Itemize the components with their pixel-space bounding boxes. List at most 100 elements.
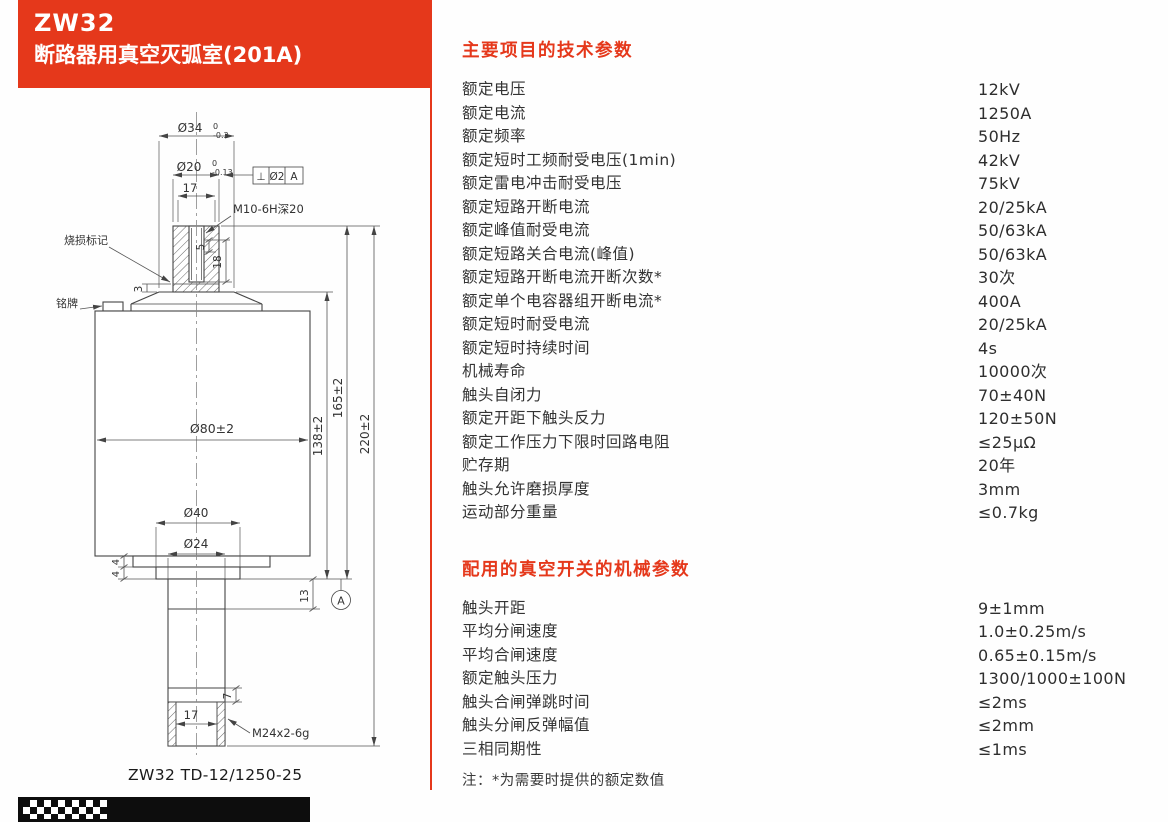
parameter-label: 额定触头压力 [462, 669, 559, 687]
parameter-rows-main: 额定电压 12kV 额定电流 1250A 额定频率 50Hz 额定短时 [462, 78, 1152, 525]
parameter-row: 额定开距下触头反力 120±50N [462, 407, 1152, 431]
dim-h165-label: 165±2 [331, 378, 345, 419]
dim-d20-tol-upper: 0 [212, 159, 217, 168]
parameter-label: 额定短时耐受电流 [462, 315, 591, 333]
section-main-parameters: 主要项目的技术参数 额定电压 12kV 额定电流 1250A 额定频率 [462, 40, 1152, 525]
footnote: 注：*为需要时提供的额定数值 [462, 773, 665, 789]
dim-step4a-label: 4 [111, 559, 122, 565]
dim-d34-tol-lower: -0.3 [213, 131, 229, 140]
parameter-value: 1250A [978, 103, 1032, 123]
parameter-label: 运动部分重量 [462, 503, 559, 521]
dim-body-dia-label: Ø80±2 [190, 421, 234, 436]
nameplate-label: 铭牌 [56, 296, 78, 310]
parameter-value: ≤1ms [978, 739, 1028, 759]
parameter-row: 触头开距 9±1mm [462, 597, 1152, 621]
part-outline [94, 225, 311, 747]
product-subtitle: 断路器用真空灭弧室(201A) [34, 43, 303, 67]
parameter-row: 额定电流 1250A [462, 102, 1152, 126]
footer-checker-pattern [23, 800, 107, 819]
parameter-row: 额定触头压力 1300/1000±100N [462, 667, 1152, 691]
parameter-row: 额定短路关合电流(峰值) 50/63kA [462, 243, 1152, 267]
dim-top-width-label: 17 [183, 181, 198, 195]
section-title-main: 主要项目的技术参数 [462, 41, 633, 61]
parameter-label: 平均分闸速度 [462, 622, 559, 640]
parameter-row: 额定峰值耐受电流 50/63kA [462, 219, 1152, 243]
parameter-label: 额定峰值耐受电流 [462, 221, 591, 239]
parameter-row: 额定短路开断电流开断次数* 30次 [462, 266, 1152, 290]
technical-drawing: Ø34 0 -0.3 Ø20 0 -0.13 17 [0, 0, 440, 822]
tol-datum-ref: A [290, 171, 298, 183]
dim-depth18-label: 18 [212, 255, 224, 268]
dim-step4b-label: 4 [111, 571, 122, 577]
parameter-value: 4s [978, 338, 998, 358]
parameter-row: 额定单个电容器组开断电流* 400A [462, 290, 1152, 314]
parameter-label: 机械寿命 [462, 362, 527, 380]
tol-value: Ø2 [270, 171, 285, 183]
dim-d20-tol-lower: -0.13 [212, 168, 233, 177]
parameter-row: 机械寿命 10000次 [462, 360, 1152, 384]
vertical-divider [430, 0, 432, 790]
dim-h138-label: 138±2 [311, 416, 325, 457]
parameter-row: 平均分闸速度 1.0±0.25m/s [462, 620, 1152, 644]
vacuum-body [94, 310, 311, 557]
dim-d20-label: Ø20 [177, 160, 202, 174]
bottom-steps [132, 555, 271, 747]
datum-a-label: A [337, 595, 345, 608]
parameter-label: 触头合闸弹跳时间 [462, 692, 591, 711]
parameter-row: 额定短时工频耐受电压(1min) 42kV [462, 149, 1152, 173]
parameter-row: 额定电压 12kV [462, 78, 1152, 102]
parameter-row: 触头自闭力 70±40N [462, 384, 1152, 408]
parameter-value: 75kV [978, 174, 1021, 193]
parameter-value: 1300/1000±100N [978, 669, 1127, 688]
parameter-value: 50/63kA [978, 221, 1048, 240]
parameter-label: 额定频率 [462, 127, 527, 145]
dim-guide-dia-label: Ø24 [184, 537, 209, 551]
parameters-panel: 主要项目的技术参数 额定电压 12kV 额定电流 1250A 额定频率 [462, 40, 1152, 790]
product-model: ZW32 [34, 9, 116, 37]
parameter-label: 额定短路关合电流(峰值) [462, 244, 636, 263]
parameter-value: 10000次 [978, 362, 1048, 381]
parameter-row: 运动部分重量 ≤0.7kg [462, 501, 1152, 525]
parameter-label: 额定电流 [462, 103, 527, 122]
parameter-value: 9±1mm [978, 598, 1045, 618]
section-mechanical-parameters: 配用的真空开关的机械参数 触头开距 9±1mm 平均分闸速度 1.0±0.25m… [462, 559, 1152, 762]
parameter-value: 400A [978, 291, 1022, 311]
parameter-value: 30次 [978, 268, 1016, 287]
parameter-label: 额定单个电容器组开断电流* [462, 291, 663, 310]
parameter-value: 20年 [978, 456, 1016, 475]
parameter-value: 70±40N [978, 385, 1047, 405]
dim-depth5-label: 5 [195, 244, 207, 251]
dim-bottom-width-label: 17 [184, 708, 199, 722]
parameter-rows-mechanical: 触头开距 9±1mm 平均分闸速度 1.0±0.25m/s 平均合闸速度 0.6… [462, 597, 1152, 762]
parameter-label: 额定短时持续时间 [462, 338, 591, 357]
drawing-caption: ZW32 TD-12/1250-25 [128, 766, 303, 784]
parameter-value: 1.0±0.25m/s [978, 622, 1087, 641]
parameter-value: 0.65±0.15m/s [978, 645, 1097, 665]
parameter-row: 贮存期 20年 [462, 454, 1152, 478]
tol-symbol: ⊥ [256, 171, 265, 183]
parameter-row: 额定短时持续时间 4s [462, 337, 1152, 361]
dim-step3-label: 3 [133, 286, 145, 293]
parameter-label: 触头自闭力 [462, 385, 543, 404]
product-header: ZW32 断路器用真空灭弧室(201A) [18, 0, 430, 88]
parameter-value: 20/25kA [978, 197, 1048, 217]
parameter-label: 额定电压 [462, 80, 527, 98]
thread-bottom-label: M24x2-6g [252, 726, 309, 740]
parameter-row: 三相同期性 ≤1ms [462, 738, 1152, 762]
parameter-row: 触头分闸反弹幅值 ≤2mm [462, 714, 1152, 738]
parameter-value: ≤0.7kg [978, 503, 1039, 522]
parameter-label: 额定开距下触头反力 [462, 409, 607, 427]
parameter-value: 42kV [978, 150, 1021, 170]
parameter-label: 平均合闸速度 [462, 645, 559, 664]
parameter-label: 三相同期性 [462, 739, 543, 758]
parameter-value: 50Hz [978, 127, 1021, 146]
parameter-value: 120±50N [978, 409, 1058, 428]
dim-shaft-dia-label: Ø40 [184, 506, 209, 520]
page-footer-strip [18, 797, 310, 822]
parameter-label: 触头开距 [462, 598, 527, 617]
parameter-row: 触头允许磨损厚度 3mm [462, 478, 1152, 502]
parameter-value: ≤2ms [978, 692, 1028, 712]
parameter-value: 3mm [978, 479, 1021, 499]
nameplate-shape [102, 301, 124, 312]
